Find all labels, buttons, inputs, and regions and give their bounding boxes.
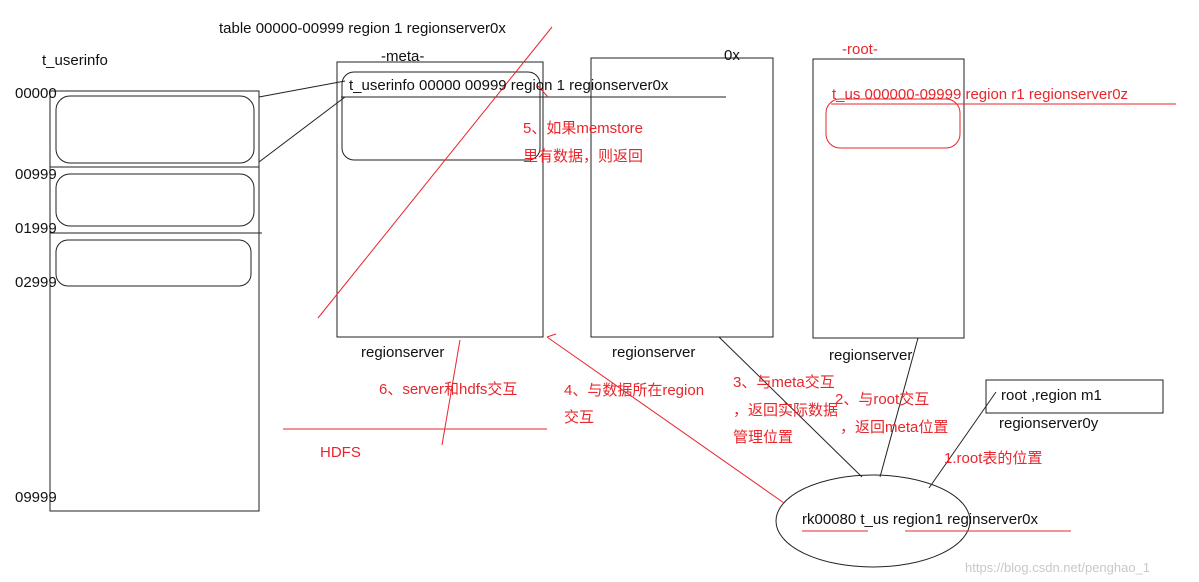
top-title: table 00000-00999 region 1 regionserver0…	[219, 20, 506, 37]
step4-line1: 4、与数据所在region	[564, 382, 704, 399]
query-meta-arrow	[718, 336, 863, 478]
meta-entry: t_userinfo 00000 00999 region 1 regionse…	[349, 77, 669, 94]
client-text: rk00080 t_us region1 reginserver0x	[802, 511, 1038, 528]
meta-title: -meta-	[381, 48, 424, 65]
step5-line1: 5、如果memstore	[523, 120, 643, 137]
hdfs-link	[441, 339, 461, 446]
step3-line3: 管理位置	[733, 429, 793, 446]
connector-line	[258, 80, 346, 98]
diagonal-stroke	[317, 26, 553, 319]
client-ellipse	[775, 474, 971, 568]
watermark: https://blog.csdn.net/penghao_1	[965, 560, 1150, 575]
step5-line2: 里有数据，则返回	[523, 148, 643, 165]
root-region-block	[825, 98, 961, 149]
ox-label: 0x	[724, 47, 740, 64]
region-query-arrow	[546, 336, 785, 504]
row-key: 01999	[15, 220, 57, 237]
row-key: 02999	[15, 274, 57, 291]
step3-line1: 3、与meta交互	[733, 373, 835, 391]
table-name: t_userinfo	[42, 52, 108, 69]
query-root-arrow	[879, 337, 919, 478]
region-block	[55, 95, 255, 164]
root-entry: t_us 000000-09999 region r1 regionserver…	[832, 86, 1128, 103]
arrow-tip	[537, 85, 549, 98]
hdfs-label: HDFS	[320, 444, 361, 461]
root-box-server: regionserver0y	[999, 415, 1099, 432]
root-regionserver-box	[812, 58, 965, 339]
regionserver-label: regionserver	[612, 344, 695, 361]
arrow-tip	[546, 333, 557, 338]
step1: 1.root表的位置	[944, 450, 1042, 467]
meta-regionserver-box	[336, 61, 544, 338]
step3-line2: ，返回实际数据	[733, 402, 838, 419]
step6: 6、server和hdfs交互	[379, 380, 517, 398]
regionserver-label: regionserver	[361, 344, 444, 361]
root-location-box	[985, 379, 1164, 414]
region-block	[55, 173, 255, 227]
root-title: -root-	[842, 41, 878, 58]
row-key: 00999	[15, 166, 57, 183]
region-block	[55, 239, 252, 287]
meta-region-block	[341, 71, 541, 161]
row-key: 00000	[15, 85, 57, 102]
root-box-text: root ,region m1	[1001, 387, 1102, 404]
row-key: 09999	[15, 489, 57, 506]
step4-line2: 交互	[564, 408, 594, 426]
t-userinfo-table	[49, 90, 260, 512]
step2-line1: 2、与root交互	[835, 390, 929, 408]
regionserver-0x-box	[590, 57, 774, 338]
regionserver-label: regionserver	[829, 347, 912, 364]
step2-line2: ，返回meta位置	[840, 419, 948, 436]
connector-line	[258, 96, 346, 163]
root-location-arrow	[928, 391, 997, 489]
